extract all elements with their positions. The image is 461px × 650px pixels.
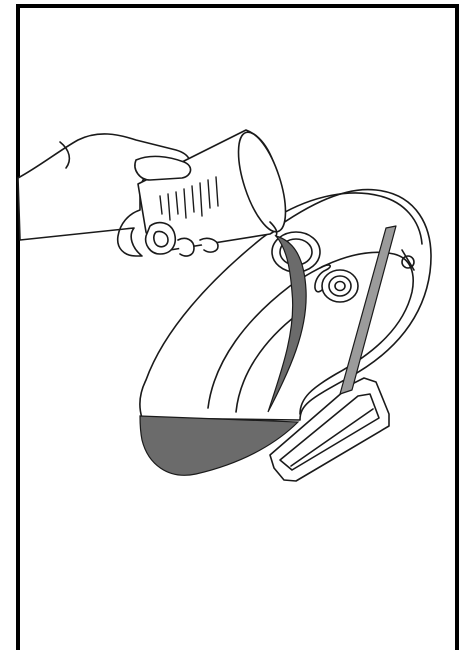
middle-finger bbox=[178, 238, 194, 256]
ring-finger bbox=[200, 238, 218, 252]
fingernail bbox=[154, 231, 168, 246]
